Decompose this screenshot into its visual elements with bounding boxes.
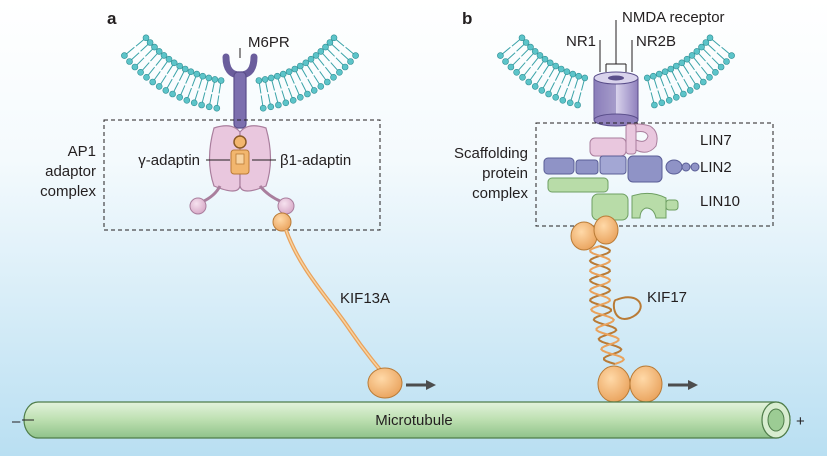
- beta1-adaptin-label: β1-adaptin: [280, 152, 351, 169]
- kif17-label: KIF17: [647, 289, 687, 306]
- lin7-label: LIN7: [700, 132, 732, 149]
- kif17-motor: [570, 215, 663, 403]
- lin10-protein: [547, 177, 679, 221]
- kif13a-motor: [272, 212, 403, 399]
- scaffolding-label-line1: Scaffolding: [454, 145, 528, 162]
- scaffolding-label-line2: protein: [482, 165, 528, 182]
- lin10-label: LIN10: [700, 193, 740, 210]
- scaffolding-complex-box: [535, 122, 774, 227]
- gamma-adaptin-label: γ-adaptin: [138, 152, 200, 169]
- membrane-a: [121, 34, 359, 112]
- ap1-complex-box: [103, 119, 381, 231]
- membrane-b: [497, 34, 735, 109]
- ap1-label-line2: adaptor: [45, 163, 96, 180]
- movement-arrow-b: [668, 380, 698, 390]
- microtubule-label: Microtubule: [375, 412, 453, 429]
- microtubule: [23, 401, 791, 439]
- plus-end-label: +: [796, 413, 805, 430]
- ap1-label-line1: AP1: [68, 143, 96, 160]
- panel-a-letter: a: [107, 9, 117, 28]
- nmda-receptor: [593, 71, 639, 127]
- nr2b-label: NR2B: [636, 33, 676, 50]
- lin7-protein: [589, 123, 658, 157]
- nmda-bracket: [599, 20, 633, 72]
- nr1-label: NR1: [566, 33, 596, 50]
- m6pr-label: M6PR: [248, 34, 290, 51]
- kif13a-label: KIF13A: [340, 290, 390, 307]
- ap1-label-line3: complex: [40, 183, 96, 200]
- panel-b-letter: b: [462, 9, 472, 28]
- nmda-receptor-label: NMDA receptor: [622, 9, 725, 26]
- minus-end-label: –: [12, 413, 21, 430]
- lin2-protein: [543, 155, 700, 183]
- lin2-label: LIN2: [700, 159, 732, 176]
- m6pr-receptor: [222, 53, 258, 129]
- scaffolding-label-line3: complex: [472, 185, 528, 202]
- movement-arrow-a: [406, 380, 436, 390]
